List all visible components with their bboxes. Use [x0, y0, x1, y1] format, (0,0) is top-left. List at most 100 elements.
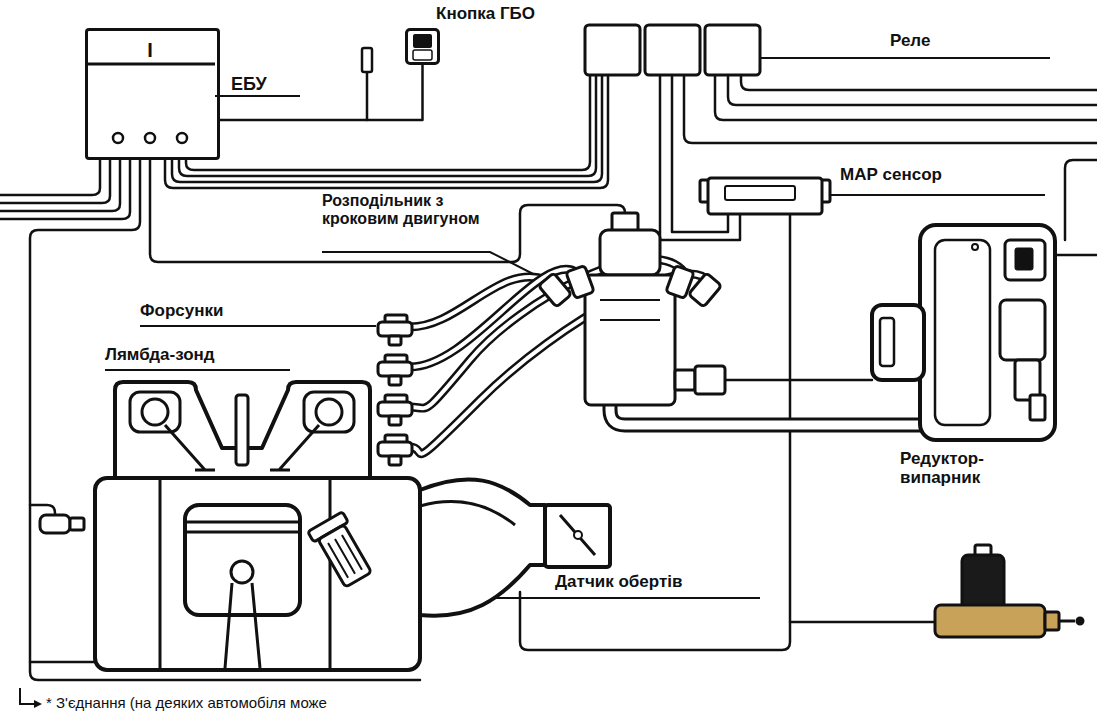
wiring-part — [790, 621, 935, 624]
injectors-part — [378, 322, 412, 336]
box-label: ЕБУ — [231, 75, 267, 95]
distributor-part — [566, 265, 594, 298]
relay-symbols-part — [585, 25, 640, 75]
distributor-part — [695, 366, 725, 394]
solenoid-valve-part — [962, 555, 1004, 610]
solenoid-valve-part — [1059, 620, 1075, 623]
injector-hoses-part — [410, 259, 684, 408]
ecu-body — [85, 28, 215, 160]
map-sensor — [700, 178, 830, 214]
engine-part — [236, 395, 248, 465]
engine-part — [142, 399, 168, 425]
wiring-part — [741, 75, 1097, 90]
reducer-part — [920, 225, 1055, 440]
wiring-part — [0, 160, 100, 195]
engine-part — [420, 479, 545, 615]
leader-lines-part — [828, 194, 1045, 196]
engine-part — [95, 478, 420, 670]
engine-part — [420, 501, 515, 525]
solenoid-valve-part — [1077, 618, 1083, 624]
reducer-part — [1005, 240, 1045, 280]
ecu-body-part — [113, 133, 123, 143]
note-arrow-part — [20, 688, 34, 704]
injectors-part — [389, 416, 401, 425]
wiring-part — [165, 75, 608, 188]
injector-hoses-part — [410, 269, 576, 367]
distributor — [538, 213, 725, 405]
wiring-part — [0, 160, 110, 203]
ecu-body-part — [85, 28, 215, 160]
engine-part — [40, 515, 70, 533]
relay-symbols-part — [705, 25, 760, 75]
injector-hoses-part — [410, 277, 546, 327]
engine-part — [316, 399, 342, 425]
engine-part — [231, 561, 253, 583]
engine-part-part — [328, 535, 362, 578]
map-sensor-part — [725, 186, 795, 200]
relay-symbols — [585, 25, 760, 75]
distributor-part — [688, 273, 721, 307]
injectors-part — [378, 442, 412, 456]
injectors-part — [378, 362, 412, 376]
button-body-part — [413, 34, 432, 48]
wiring-part — [725, 379, 872, 382]
wiring-part — [728, 75, 1097, 105]
solenoid-valve — [935, 545, 1083, 637]
engine-part — [115, 382, 370, 478]
engine-part — [130, 392, 180, 432]
note-arrow-part — [34, 700, 42, 708]
box-title: I — [88, 39, 212, 61]
distributor-part — [612, 213, 638, 231]
part-label: Реле — [890, 32, 930, 51]
reducer-part — [872, 305, 924, 380]
wiring-part — [366, 72, 369, 120]
reducer-part — [1030, 395, 1045, 420]
reducer-part — [972, 244, 978, 250]
reducer-part — [880, 318, 894, 366]
engine-part — [185, 522, 300, 668]
leader-lines-part — [105, 369, 290, 371]
wire — [220, 65, 423, 120]
part-label: Редуктор-випарник — [900, 450, 1040, 487]
wiring-part — [1065, 160, 1097, 240]
reducer-part — [935, 240, 990, 425]
engine-part — [304, 392, 354, 432]
engine-part — [70, 518, 84, 530]
injectors-part — [389, 456, 401, 465]
leader-lines-part — [140, 325, 376, 327]
wiring — [0, 72, 1097, 680]
solenoid-valve-part — [1045, 612, 1059, 630]
part-label: Розподільник з кроковим двигуном — [322, 192, 487, 227]
engine-part — [560, 515, 595, 555]
reducer-part — [1015, 248, 1033, 270]
distributor-part — [600, 300, 660, 320]
wiring-part — [30, 160, 420, 680]
part-label: Форсунки — [140, 302, 223, 321]
part-label: Датчик обертів — [555, 573, 682, 592]
distributor-part — [675, 370, 695, 390]
wiring-part — [179, 75, 596, 176]
injector-hoses — [410, 259, 920, 454]
wiring-part — [186, 75, 590, 170]
engine — [40, 382, 610, 670]
engine-part-part — [318, 525, 371, 588]
ecu-box: IЕБУ — [85, 28, 220, 160]
button-body-part — [413, 50, 432, 60]
reducer — [872, 225, 1055, 440]
lpg-button: Кнопка ГБО — [405, 28, 440, 65]
injectors-part — [378, 402, 412, 416]
injector-hoses-part — [410, 277, 546, 327]
wiring-part — [0, 160, 120, 211]
injector-hoses-part — [410, 259, 684, 408]
part-label: Лямбда-зонд — [105, 346, 215, 365]
engine-part — [160, 478, 330, 670]
small-connector — [362, 48, 372, 72]
part-label: МАР сенсор — [840, 166, 942, 185]
injector-hoses-part — [410, 269, 576, 367]
button-body-part — [405, 28, 440, 65]
note-arrow — [20, 688, 42, 708]
distributor-part — [600, 230, 660, 275]
engine-part — [574, 531, 582, 539]
map-sensor-part — [708, 178, 822, 214]
